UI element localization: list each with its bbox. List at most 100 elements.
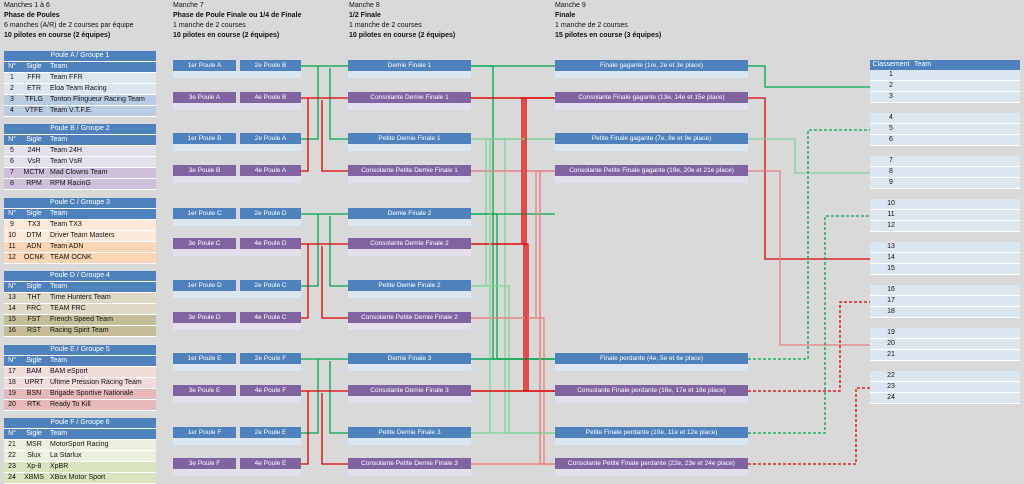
round9-result-bar bbox=[555, 469, 748, 476]
round8-match: Consolante Demie Finale 2 bbox=[348, 238, 471, 249]
ranking-row: 15 bbox=[870, 264, 1020, 275]
round8-result-bar bbox=[348, 219, 471, 226]
ranking-position: 15 bbox=[887, 265, 895, 272]
connector-line bbox=[471, 65, 555, 360]
round9-final: Consolante Petite Finale gagante (19e, 2… bbox=[555, 165, 748, 176]
group-title: Poule C / Groupe 3 bbox=[4, 198, 156, 209]
team-number: 4 bbox=[10, 107, 14, 114]
team-sigle: DTM bbox=[26, 232, 42, 239]
round8-result-bar bbox=[348, 103, 471, 110]
ranking-row: 11 bbox=[870, 210, 1020, 221]
round7-result-bar bbox=[173, 469, 301, 476]
header-line: Phase de Poule Finale ou 1/4 de Finale bbox=[173, 12, 302, 19]
column-label: Team bbox=[50, 136, 68, 143]
team-name: Mad Clowns Team bbox=[50, 169, 108, 176]
round7-result-bar bbox=[173, 71, 301, 78]
ranking-position: 1 bbox=[889, 71, 893, 78]
ranking-row: 18 bbox=[870, 307, 1020, 318]
round7-slot: 3e Poule A bbox=[173, 92, 236, 103]
header-line: Manche 9 bbox=[555, 2, 586, 9]
round7-slot: 4e Poule A bbox=[240, 165, 301, 176]
round7-slot: 4e Poule E bbox=[240, 458, 301, 469]
team-sigle: TFLG bbox=[25, 96, 43, 103]
team-name: Driver Team Masters bbox=[50, 232, 115, 239]
round7-slot: 2e Poule E bbox=[240, 427, 301, 438]
team-number: 5 bbox=[10, 147, 14, 154]
team-name: TEAM FRC bbox=[50, 305, 86, 312]
round7-slot: 2e Poule A bbox=[240, 133, 301, 144]
column-label: N° bbox=[8, 357, 16, 364]
round9-result-bar bbox=[555, 364, 748, 371]
team-name: French Speed Team bbox=[50, 316, 113, 323]
round8-result-bar bbox=[348, 71, 471, 78]
connector-line bbox=[748, 301, 870, 392]
ranking-row: 21 bbox=[870, 350, 1020, 361]
round7-result-bar bbox=[173, 144, 301, 151]
team-sigle: FFR bbox=[27, 74, 41, 81]
round8-result-bar bbox=[348, 396, 471, 403]
round8-match: Petite Demie Finale 2 bbox=[348, 280, 471, 291]
team-name: RPM RacinG bbox=[50, 180, 91, 187]
team-name: Team TX3 bbox=[50, 221, 82, 228]
team-number: 2 bbox=[10, 85, 14, 92]
round9-final: Consolante Finale gagante (13e, 14e et 1… bbox=[555, 92, 748, 103]
team-sigle: RPM bbox=[26, 180, 42, 187]
team-sigle: RTK bbox=[27, 401, 41, 408]
ranking-position: 12 bbox=[887, 222, 895, 229]
round8-result-bar bbox=[348, 144, 471, 151]
team-sigle: TX3 bbox=[27, 221, 41, 228]
ranking-row: 10 bbox=[870, 199, 1020, 210]
connector-line bbox=[329, 361, 348, 434]
round8-result-bar bbox=[348, 438, 471, 445]
team-name: Tonton Flingueur Racing Team bbox=[50, 96, 145, 103]
header-line: Manches 1 à 6 bbox=[4, 2, 50, 9]
team-name: XBox Motor Sport bbox=[50, 474, 106, 481]
team-sigle: VsR bbox=[27, 158, 41, 165]
ranking-position: 7 bbox=[889, 157, 893, 164]
ranking-row: 16 bbox=[870, 285, 1020, 296]
ranking-position: 22 bbox=[887, 372, 895, 379]
round7-slot: 1er Poule A bbox=[173, 60, 236, 71]
team-name: Team FFR bbox=[50, 74, 83, 81]
connector-line bbox=[301, 358, 319, 434]
round8-match: Petite Demie Finale 1 bbox=[348, 133, 471, 144]
team-name: MotorSport Racing bbox=[50, 441, 109, 448]
column-label: N° bbox=[8, 210, 16, 217]
round7-result-bar bbox=[173, 438, 301, 445]
header-line: 10 pilotes en course (2 équipes) bbox=[4, 32, 111, 39]
team-name: La Starlux bbox=[50, 452, 82, 459]
round8-result-bar bbox=[348, 176, 471, 183]
ranking-position: 9 bbox=[889, 179, 893, 186]
ranking-row: 24 bbox=[870, 393, 1020, 404]
column-label: Team bbox=[50, 63, 68, 70]
team-number: 14 bbox=[8, 305, 16, 312]
round7-slot: 4e Poule D bbox=[240, 238, 301, 249]
connector-line bbox=[321, 246, 348, 319]
team-name: Time Hunters Team bbox=[50, 294, 111, 301]
round7-result-bar bbox=[173, 176, 301, 183]
round8-match: Consolante Petite Demie Finale 3 bbox=[348, 458, 471, 469]
column-label: Sigle bbox=[26, 210, 42, 217]
round7-slot: 2e Poule D bbox=[240, 208, 301, 219]
group-title: Poule B / Groupe 2 bbox=[4, 124, 156, 135]
ranking-position: 10 bbox=[887, 200, 895, 207]
round8-match: Consolante Petite Demie Finale 2 bbox=[348, 312, 471, 323]
round7-slot: 3e Poule B bbox=[173, 165, 236, 176]
ranking-row: 20 bbox=[870, 339, 1020, 350]
round8-result-bar bbox=[348, 291, 471, 298]
team-number: 16 bbox=[8, 327, 16, 334]
round9-final: Consolante Finale perdante (16e, 17e et … bbox=[555, 385, 748, 396]
